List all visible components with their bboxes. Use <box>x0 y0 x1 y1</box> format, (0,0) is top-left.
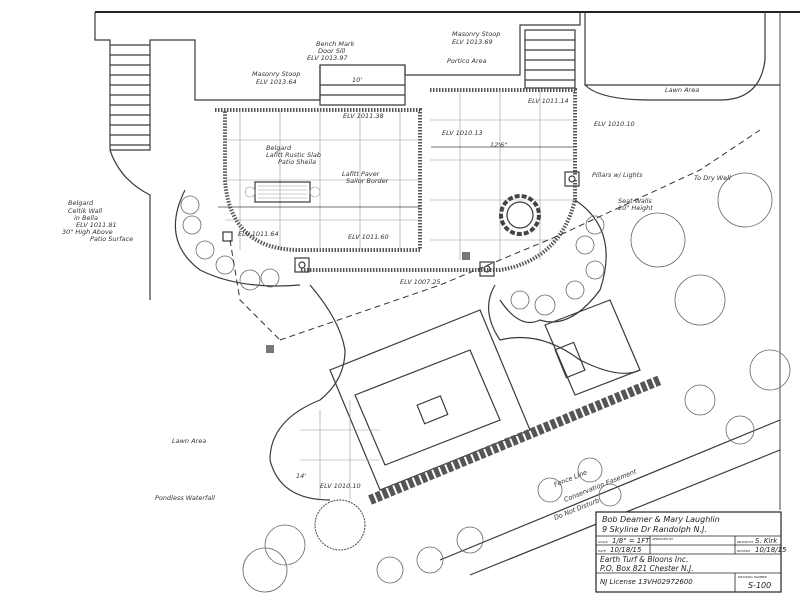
pillars <box>222 171 580 353</box>
stoop-label: Masonry Stoop <box>452 30 500 38</box>
border-label: Lafitt Paver <box>342 170 381 178</box>
wall-label: in Bella <box>74 214 98 222</box>
fire-pit <box>499 194 541 236</box>
date-label: DATE <box>598 549 606 553</box>
bench-mark-elevation: ELV 1013.97 <box>307 54 349 62</box>
drawn-by-value: S. Kirk <box>755 537 778 545</box>
approved-label: APPROVED BY <box>651 537 674 541</box>
portico-label: Portico Area <box>447 57 487 65</box>
bench-mark-label: Bench Mark <box>316 40 355 48</box>
patio-label: Lafitt Rustic Slab <box>266 151 321 159</box>
elevation-label: ELV 1010.10 <box>320 482 361 490</box>
elevation-label: ELV 1011.38 <box>343 112 384 120</box>
wall-label: 30" High Above <box>62 228 113 236</box>
dry-well-label: To Dry Well <box>694 174 731 182</box>
company-address: P.O. Box 821 Chester N.J. <box>600 564 694 573</box>
plan-labels: Bench Mark Door Sill ELV 1013.97 Masonry… <box>62 30 731 522</box>
lower-patio <box>269 284 641 501</box>
dimension-label: 10' <box>352 76 362 84</box>
scale-value: 1/8" = 1FT <box>612 537 650 545</box>
date-value: 10/18/15 <box>610 546 642 554</box>
revised-value: 10/18/15 <box>755 546 787 554</box>
company-name: Earth Turf & Bloons Inc. <box>600 555 688 564</box>
client-address: 9 Skyline Dr Randolph N.J. <box>602 525 707 534</box>
elevation-label: ELV 1011.14 <box>528 97 569 105</box>
dimension-label: 12'6" <box>490 141 507 149</box>
patio-label: Patio Sheila <box>278 158 316 166</box>
seat-walls-label: Seat Walls <box>618 197 652 205</box>
license-number: NJ License 13VH02972600 <box>600 578 693 586</box>
waterfall-label: Pondless Waterfall <box>155 494 215 502</box>
revised-label: REVISED <box>737 549 751 553</box>
wall-label: Celtik Wall <box>68 207 102 215</box>
seat-walls-label: 20" Height <box>618 204 653 212</box>
drawing-number-label: DRAWING NUMBER <box>738 575 767 579</box>
elevation-label: ELV 1007.25 <box>400 278 441 286</box>
trees <box>242 172 791 593</box>
pillars-label: Pillars w/ Lights <box>592 171 643 179</box>
house-outline <box>94 12 780 300</box>
border-label: Sailor Border <box>346 177 390 185</box>
title-block: Bob Deamer & Mary Laughlin 9 Skyline Dr … <box>595 511 787 593</box>
easement-lines <box>229 129 781 576</box>
wall-label: Patio Surface <box>90 235 133 243</box>
client-name: Bob Deamer & Mary Laughlin <box>602 515 720 524</box>
stoop-label: Masonry Stoop <box>252 70 300 78</box>
stoop-elevation: ELV 1013.64 <box>256 78 297 86</box>
stone-wall <box>368 375 662 505</box>
stoop-elevation: ELV 1013.69 <box>452 38 493 46</box>
drawn-by-label: DRAWN BY <box>737 540 755 544</box>
bench-mark-label: Door Sill <box>318 47 345 55</box>
lawn-area-label: Lawn Area <box>172 437 206 445</box>
wall-label: Belgard <box>68 199 94 207</box>
elevation-label: ELV 1010.10 <box>594 120 635 128</box>
lawn-area-label: Lawn Area <box>665 86 699 94</box>
upper-patio <box>215 88 577 272</box>
dimension-label: 14' <box>296 472 306 480</box>
elevation-label: ELV 1010.13 <box>442 129 483 137</box>
elevation-label: ELV 1011.60 <box>348 233 389 241</box>
patio-label: Belgard <box>266 144 292 152</box>
elevation-label: ELV 1011.64 <box>238 230 279 238</box>
fence-line-label: Fence Line <box>553 468 588 489</box>
drawing-number: S-100 <box>748 581 771 590</box>
patio-table <box>244 181 321 203</box>
wall-elevation: ELV 1011.81 <box>76 221 117 229</box>
scale-label: SCALE <box>598 540 608 544</box>
do-not-disturb-label: Do Not Disturb <box>553 496 601 521</box>
